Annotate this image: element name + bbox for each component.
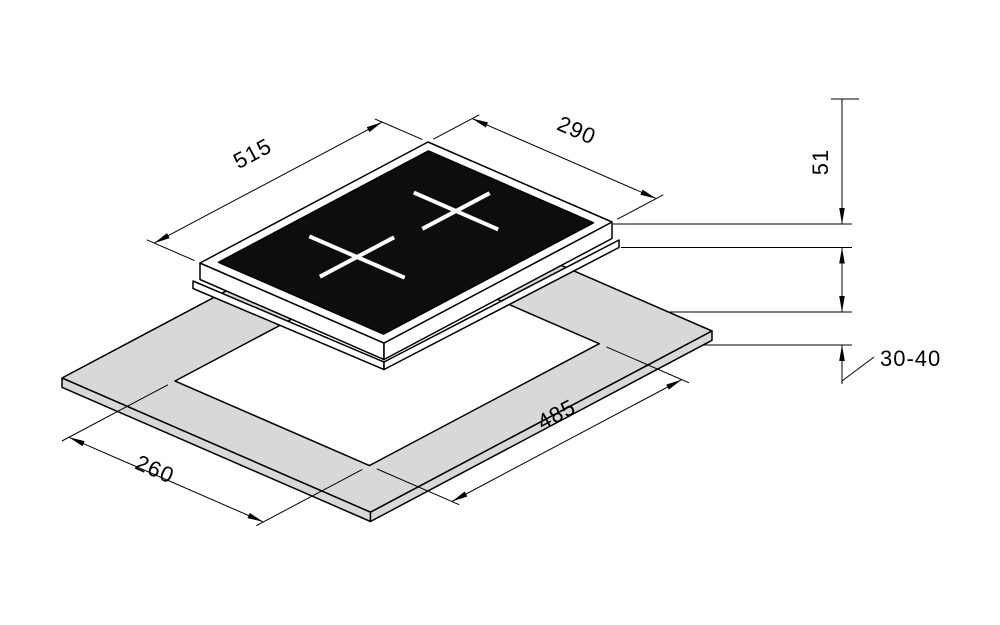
leader-line [841, 356, 875, 382]
dim-label-hob-width: 515 [229, 133, 276, 174]
dim-label-counter-thickness: 30-40 [880, 346, 941, 371]
extension-line [376, 468, 460, 506]
dimension-line [451, 379, 682, 502]
hob-glass [217, 150, 595, 335]
dim-hob-height: 51 [613, 98, 859, 248]
extension-line [61, 384, 169, 442]
arrowhead [68, 437, 85, 447]
dim-counter-thickness: 30-40 [668, 247, 941, 384]
arrowhead [666, 379, 682, 390]
extension-line [374, 118, 423, 141]
dim-hob-width: 515 [146, 118, 423, 262]
arrowhead [366, 122, 383, 133]
arrowhead [839, 345, 845, 361]
countertop-edge-right [369, 330, 713, 523]
dim-label-hob-depth: 290 [554, 111, 600, 150]
dimension-line [472, 118, 657, 200]
arrowhead [154, 233, 170, 244]
arrowhead [839, 208, 845, 224]
extension-line [433, 114, 480, 140]
extension-line [146, 239, 195, 262]
arrowhead [451, 491, 468, 502]
extension-line [617, 194, 664, 220]
dimension-line [153, 121, 383, 244]
dim-label-cutout-width: 260 [132, 450, 178, 489]
arrowhead [247, 512, 264, 522]
arrowhead [472, 118, 488, 128]
hob [192, 141, 620, 371]
dimension-line [68, 436, 264, 523]
hob-lip-right [383, 239, 620, 371]
burner-cross-front [308, 234, 406, 280]
burner-cross-rear [413, 190, 499, 232]
extension-line [606, 346, 690, 384]
dim-label-hob-height: 51 [808, 149, 833, 175]
arrowhead [839, 296, 845, 312]
arrowhead [839, 247, 845, 264]
extension-line [256, 468, 363, 527]
arrowhead [640, 189, 657, 199]
